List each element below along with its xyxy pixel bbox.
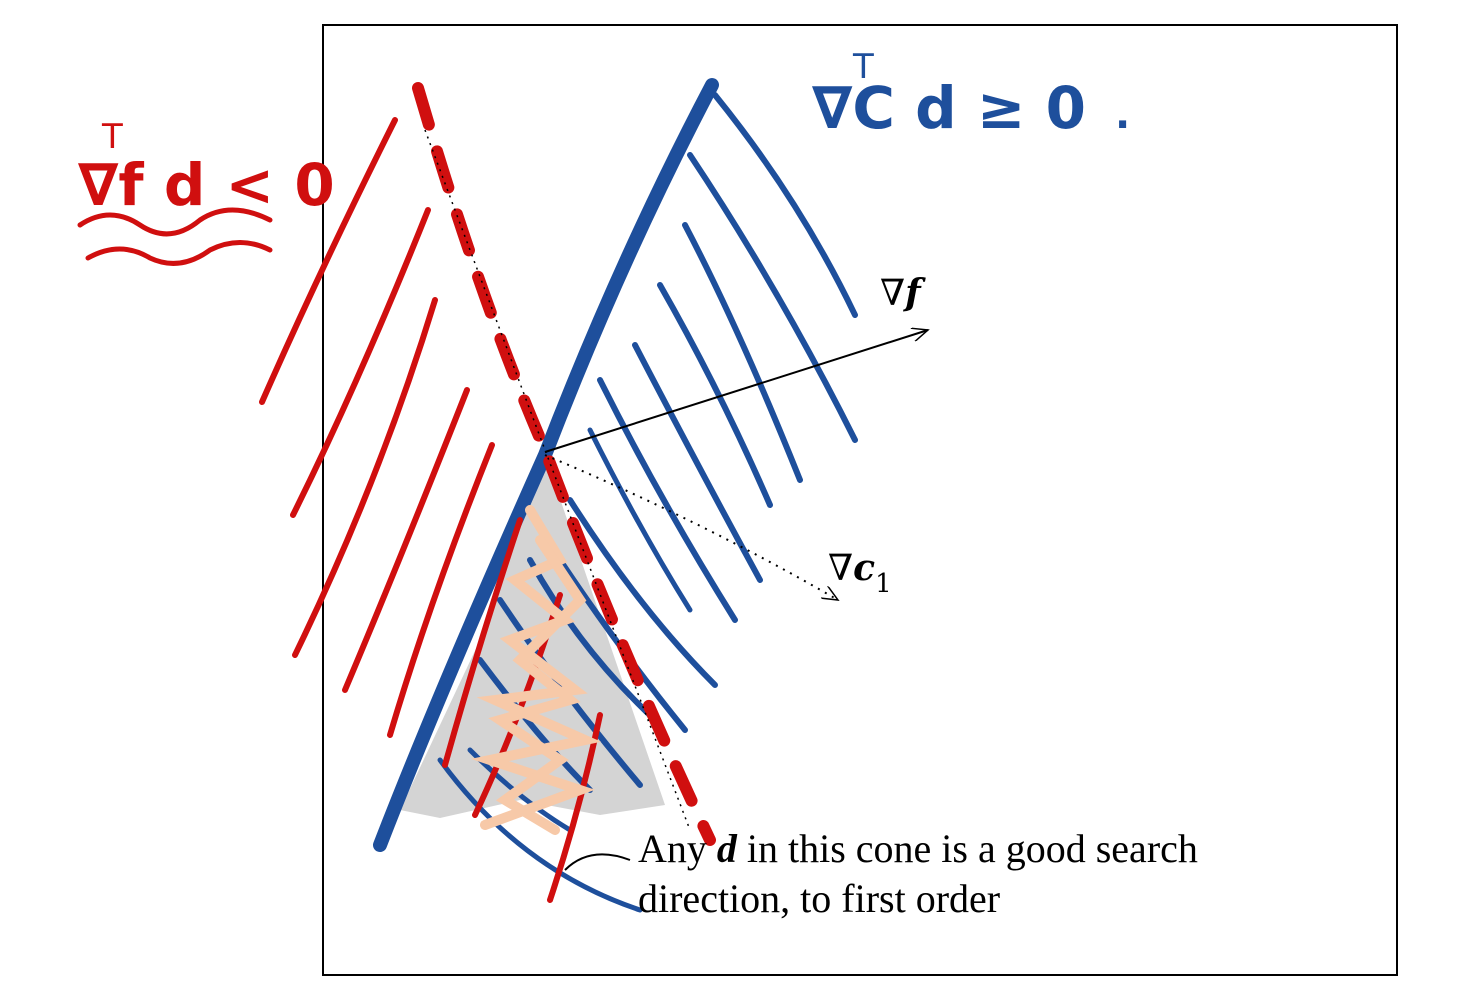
descent-boundary-dashed xyxy=(412,82,716,846)
grad-c1-label: ∇c1 xyxy=(828,547,892,599)
red-hatching xyxy=(259,117,603,903)
cone-caption-line-2: direction, to first order xyxy=(638,876,1000,921)
caption-leader-line xyxy=(564,853,631,871)
blue-handwritten-note: T ∇C d ≥ 0 . xyxy=(812,47,1130,142)
red-wavy-underline-2 xyxy=(85,240,273,266)
descent-boundary-dotted xyxy=(424,129,691,831)
svg-text:T: T xyxy=(852,47,874,87)
figure-frame xyxy=(322,24,1398,976)
red-handwritten-note: T ∇f d < 0 xyxy=(77,117,335,266)
svg-text:∇f d < 0: ∇f d < 0 xyxy=(78,151,335,219)
grad-f-arrow xyxy=(544,330,928,453)
svg-text:∇C d ≥ 0: ∇C d ≥ 0 xyxy=(812,74,1086,142)
svg-text:.: . xyxy=(1115,92,1130,138)
grad-f-label: ∇f xyxy=(880,272,926,314)
red-wavy-underline-1 xyxy=(77,207,273,237)
intersection-scribble xyxy=(470,505,602,835)
cone-caption-line-1: Any d in this cone is a good search xyxy=(638,826,1198,871)
svg-text:T: T xyxy=(101,117,123,157)
